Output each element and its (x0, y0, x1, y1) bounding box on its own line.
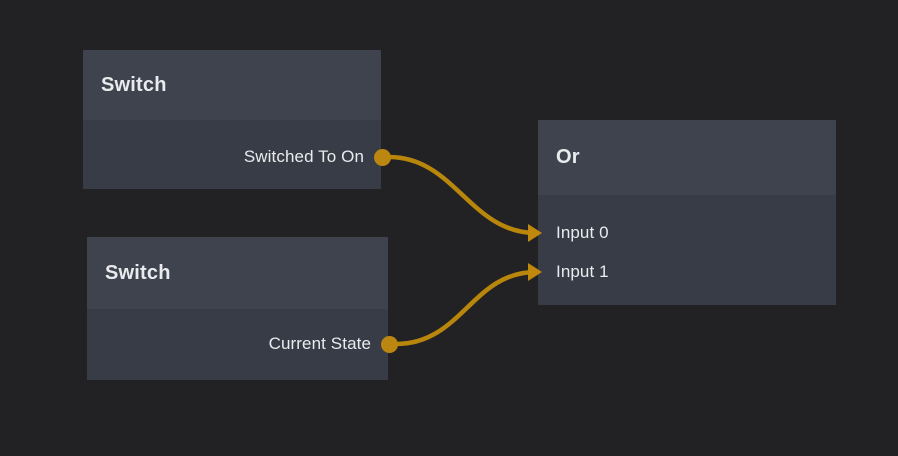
wire-current-state-to-input-1[interactable] (393, 269, 539, 347)
input-port-input-0[interactable]: Input 0 (556, 222, 609, 244)
node-or-1[interactable]: Or Input 0 Input 1 (538, 120, 836, 305)
output-port-label: Switched To On (243, 147, 364, 166)
node-title: Or (556, 146, 580, 168)
output-port-current-state[interactable]: Current State (269, 333, 371, 355)
wire-switched-to-on-to-input-0[interactable] (386, 154, 539, 236)
node-switch-2[interactable]: Switch Current State (87, 237, 388, 380)
node-title: Switch (101, 73, 167, 96)
node-header[interactable]: Or (538, 120, 836, 195)
input-pin-input-1-icon[interactable] (528, 263, 542, 281)
input-port-input-1[interactable]: Input 1 (556, 261, 609, 283)
node-header[interactable]: Switch (83, 50, 381, 120)
node-title: Switch (105, 261, 171, 284)
node-header[interactable]: Switch (87, 237, 388, 309)
node-switch-1[interactable]: Switch Switched To On (83, 50, 381, 189)
output-pin-current-state-icon[interactable] (381, 336, 398, 353)
input-port-label: Input 0 (556, 223, 609, 242)
input-port-label: Input 1 (556, 262, 609, 281)
output-port-label: Current State (268, 334, 371, 353)
node-body: Input 0 Input 1 (538, 195, 836, 305)
output-pin-switched-to-on-icon[interactable] (374, 149, 391, 166)
node-body: Switched To On (83, 120, 381, 189)
input-pin-input-0-icon[interactable] (528, 224, 542, 242)
output-port-switched-to-on[interactable]: Switched To On (244, 146, 364, 168)
node-body: Current State (87, 309, 388, 380)
